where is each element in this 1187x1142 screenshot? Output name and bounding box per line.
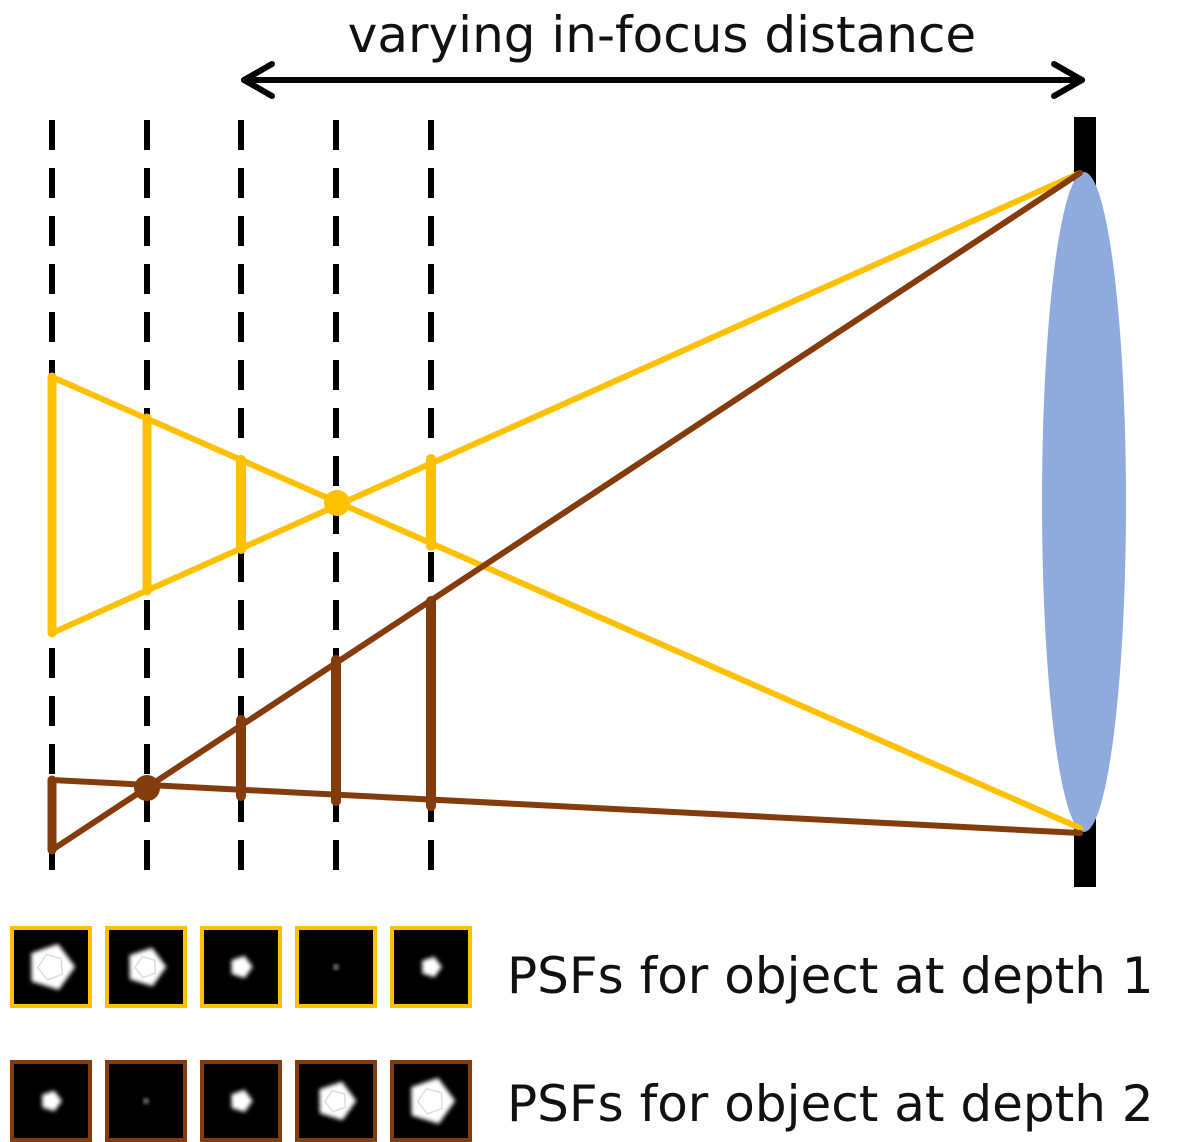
psf-spot <box>231 955 253 979</box>
psf-row-depth2 <box>10 1060 472 1142</box>
psf-thumbnail <box>10 926 92 1008</box>
psf-spot <box>129 947 167 987</box>
psf-inner-ring <box>133 955 157 979</box>
psf-spot <box>411 1077 456 1124</box>
psf-thumbnail <box>200 1060 282 1142</box>
psf-thumbnail <box>390 926 472 1008</box>
depth2-rays <box>49 170 1083 853</box>
depth1-rays <box>49 170 1083 831</box>
psf-spot <box>144 1098 149 1104</box>
psf-spot <box>334 964 339 970</box>
psf-thumbnail <box>105 926 187 1008</box>
psf-spot <box>31 943 76 990</box>
psf-thumbnail <box>10 1060 92 1142</box>
psf-inner-ring <box>323 1089 347 1113</box>
depth2-blur-bars <box>47 596 436 855</box>
psf-row-depth1-label: PSFs for object at depth 1 <box>507 947 1154 1005</box>
psf-thumbnail <box>390 1060 472 1142</box>
psf-inner-ring <box>36 953 63 981</box>
depth1-focus-point <box>324 490 350 516</box>
psf-spot <box>231 1089 253 1113</box>
psf-row-depth1 <box>10 926 472 1008</box>
psf-spot <box>422 956 442 978</box>
lens-icon <box>1042 172 1126 832</box>
psf-thumbnail <box>105 1060 187 1142</box>
psf-thumbnail <box>200 926 282 1008</box>
psf-row-depth2-label: PSFs for object at depth 2 <box>507 1075 1154 1133</box>
psf-inner-ring <box>416 1087 443 1115</box>
double-headed-arrow-icon <box>241 61 1085 99</box>
psf-spot <box>319 1081 357 1121</box>
depth2-focus-point <box>134 775 160 801</box>
psf-thumbnail <box>295 1060 377 1142</box>
in-focus-range-label: varying in-focus distance <box>348 6 976 64</box>
psf-spot <box>42 1090 62 1112</box>
depth1-blur-bars <box>47 372 436 638</box>
psf-thumbnail <box>295 926 377 1008</box>
